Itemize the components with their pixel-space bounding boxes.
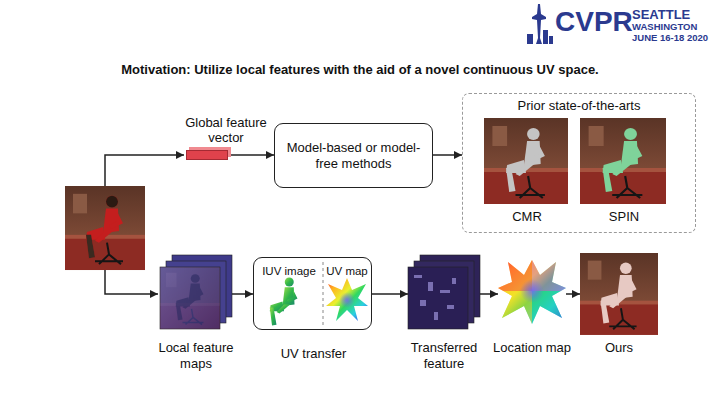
illustration-part bbox=[176, 274, 204, 320]
illustration-part bbox=[106, 196, 118, 208]
conference-info: SEATTLE bbox=[632, 8, 690, 22]
spin-photo bbox=[580, 118, 666, 204]
flow-arrow bbox=[433, 154, 462, 156]
illustration-part bbox=[600, 263, 636, 324]
caption-text: CMR bbox=[487, 209, 567, 225]
illustration-part bbox=[270, 278, 298, 326]
illustration-part bbox=[414, 275, 422, 278]
conference-info: JUNE 16-18 2020 bbox=[632, 33, 708, 43]
flow-arrow bbox=[372, 293, 408, 295]
caption-text: Local feature maps bbox=[153, 340, 239, 371]
caption-text: Ours bbox=[589, 340, 649, 356]
flow-arrow bbox=[566, 293, 580, 295]
input-photo bbox=[65, 186, 145, 270]
slide-title: Motivation: Utilize local features with … bbox=[0, 62, 720, 77]
illustration-part bbox=[428, 282, 433, 291]
skyline-icon bbox=[527, 4, 553, 44]
result-image: CMR bbox=[485, 119, 569, 205]
illustration-part bbox=[527, 34, 533, 44]
result-image: Ours bbox=[580, 253, 658, 335]
process-box: Model-based or model-free methods bbox=[274, 123, 433, 188]
illustration-part bbox=[484, 118, 568, 204]
caption-text: UV transfer bbox=[264, 346, 364, 362]
flow-arrow bbox=[232, 293, 253, 295]
caption-text: Global feature vector bbox=[180, 115, 272, 146]
location-map: Location map bbox=[498, 257, 566, 325]
illustration-part bbox=[506, 128, 545, 192]
ours-photo bbox=[580, 253, 658, 335]
cmr-photo bbox=[484, 118, 568, 204]
illustration-part bbox=[408, 267, 468, 329]
illustration-part bbox=[326, 278, 368, 321]
illustration-part bbox=[86, 196, 123, 259]
branch-arrow bbox=[105, 270, 158, 294]
illustration-part bbox=[520, 279, 544, 303]
illustration-part bbox=[86, 235, 95, 258]
iuv-image: IUV image bbox=[258, 261, 320, 329]
illustration-part bbox=[496, 256, 568, 326]
illustration-part bbox=[549, 36, 553, 44]
conference-info: WASHINGTON bbox=[632, 22, 697, 32]
box-text: Model-based or model-free methods bbox=[285, 140, 422, 171]
illustration-part bbox=[160, 267, 220, 329]
conference-logo: CVPR bbox=[555, 7, 633, 38]
illustration-part bbox=[452, 278, 456, 284]
illustration-part bbox=[414, 275, 456, 320]
illustration-part bbox=[447, 305, 454, 309]
illustration-part bbox=[580, 253, 658, 335]
iuv-figure bbox=[270, 278, 298, 326]
illustration-part bbox=[440, 290, 450, 293]
transfer-box: UV transferIUV imageUV map bbox=[253, 257, 372, 330]
feature-maps: Local feature maps bbox=[160, 255, 232, 330]
feature-vector-bar: Global feature vector bbox=[186, 150, 228, 160]
caption-text: IUV image bbox=[258, 265, 320, 279]
caption-text: UV map bbox=[324, 265, 370, 279]
illustration-part bbox=[603, 128, 643, 192]
flow-arrow bbox=[228, 154, 274, 156]
illustration-part bbox=[543, 30, 548, 44]
illustration-part bbox=[65, 186, 145, 270]
location-map bbox=[496, 256, 568, 326]
caption-text: Prior state-of-the-arts bbox=[463, 98, 695, 114]
feature-stack bbox=[160, 255, 232, 329]
uv-map-figure bbox=[326, 278, 368, 321]
caption-text: SPIN bbox=[584, 209, 664, 225]
transferred-stack bbox=[408, 255, 480, 329]
illustration-part bbox=[420, 300, 426, 306]
divider-line bbox=[323, 262, 324, 326]
caption-text: Transferred feature bbox=[401, 340, 487, 371]
illustration-part bbox=[580, 118, 666, 204]
illustration-part bbox=[434, 312, 438, 320]
caption-text: Location map bbox=[487, 340, 577, 356]
flow-arrow bbox=[480, 293, 498, 295]
illustration-part bbox=[160, 267, 220, 329]
result-image: SPIN bbox=[581, 119, 667, 205]
comparison-panel: Prior state-of-the-artsCMRSPIN bbox=[462, 93, 696, 233]
uv-map: UV map bbox=[324, 261, 370, 329]
branch-arrow bbox=[105, 155, 184, 186]
transferred-feature: Transferred feature bbox=[408, 255, 480, 330]
illustration-part bbox=[339, 292, 355, 308]
